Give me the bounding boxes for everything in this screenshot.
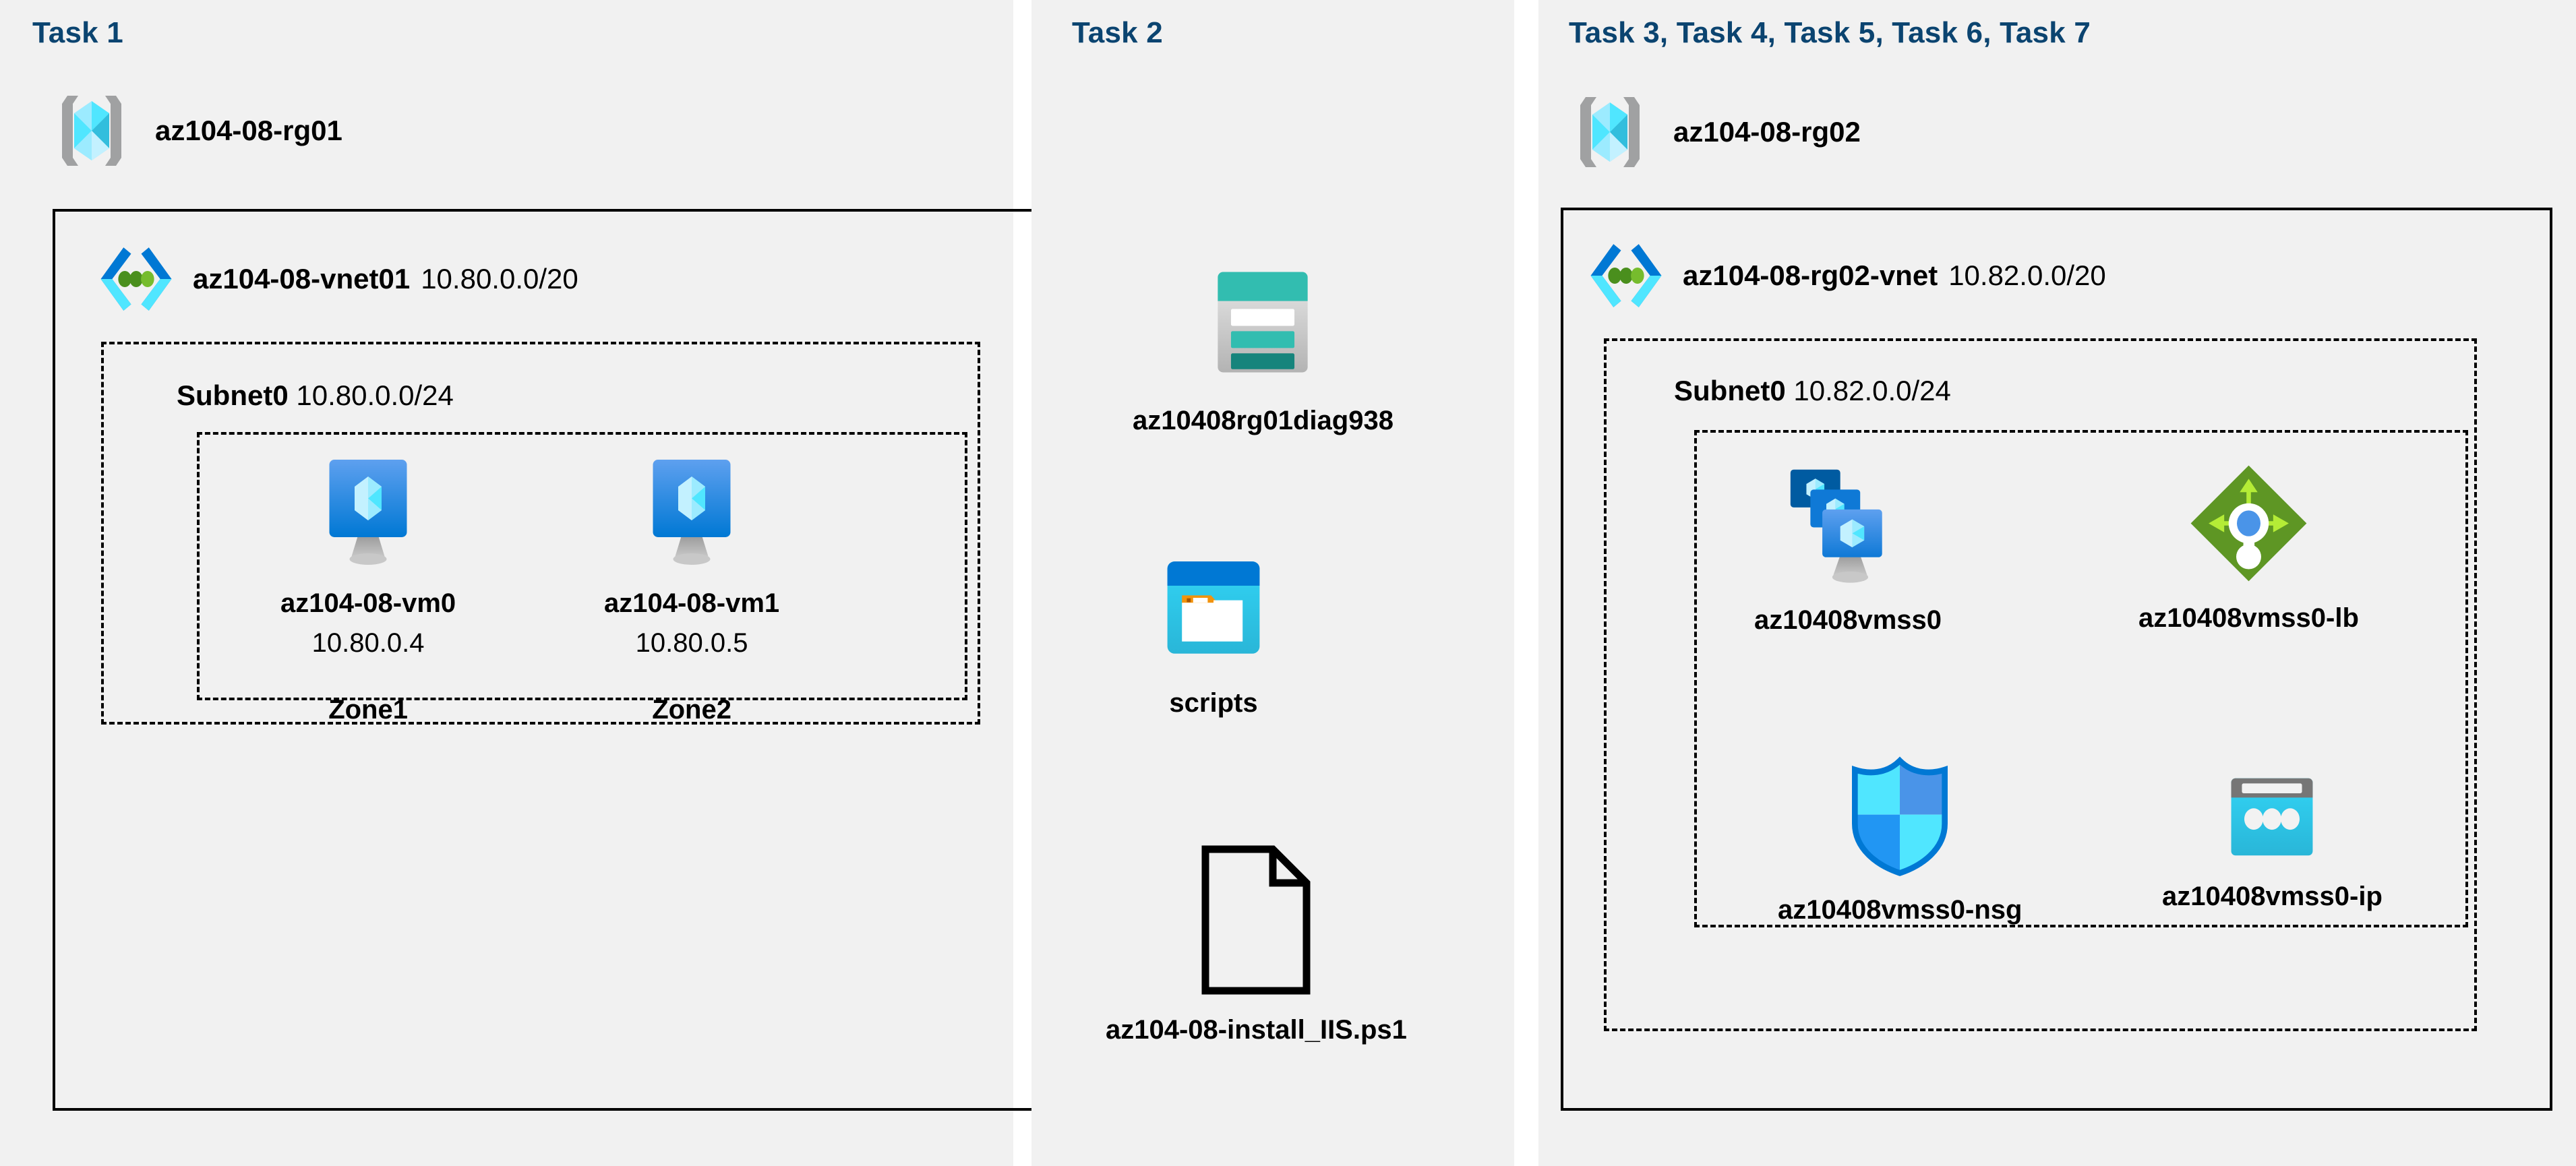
- subnet0-boundary: Subnet0 10.82.0.0/24: [1604, 338, 2477, 1031]
- task2-column-panel: Task 2 az10408rg01diag938: [1031, 0, 2335, 1166]
- subnet0-cidr: 10.82.0.0/24: [1793, 375, 1951, 406]
- resource-storage-account[interactable]: az10408rg01diag938: [1133, 256, 1394, 436]
- vnet-name: az104-08-vnet01: [193, 263, 411, 295]
- vnet-cidr: 10.80.0.0/20: [421, 263, 578, 295]
- resource-az10408vmss0-nsg[interactable]: az10408vmss0-nsg: [1778, 756, 2022, 925]
- load-balancer-icon: [2186, 461, 2311, 586]
- vm-ip: 10.80.0.5: [635, 628, 748, 658]
- blob-container-icon: [1153, 549, 1274, 671]
- vm-zone: Zone1: [328, 695, 408, 725]
- nsg-name: az10408vmss0-nsg: [1778, 895, 2023, 925]
- script-file-name: az104-08-install_IIS.ps1: [1106, 1015, 1407, 1045]
- task2-header: Task 2: [1072, 16, 1163, 49]
- resource-az10408vmss0-lb[interactable]: az10408vmss0-lb: [2138, 461, 2359, 634]
- subnet0-name: Subnet0: [1674, 375, 1786, 406]
- resource-blob-container[interactable]: scripts: [1153, 549, 1274, 718]
- network-security-group-icon: [1846, 756, 1954, 878]
- resource-group-label: az104-08-rg01: [155, 115, 342, 146]
- public-ip-address-icon: [2221, 770, 2323, 864]
- virtual-network-icon: [96, 242, 177, 316]
- vnet-cidr: 10.82.0.0/20: [1948, 259, 2106, 291]
- resource-az10408vmss0[interactable]: az10408vmss0: [1754, 463, 1942, 636]
- task1-header: Task 1: [32, 16, 123, 49]
- resource-group-icon: [49, 88, 135, 174]
- vnet-az104-08-rg02-vnet-boundary: az104-08-rg02-vnet 10.82.0.0/20 Subnet0 …: [1561, 208, 2552, 1111]
- storage-account-icon: [1197, 256, 1329, 388]
- vnet-az104-08-vnet01-boundary: az104-08-vnet01 10.80.0.0/20 Subnet0 10.…: [53, 209, 1476, 1111]
- subnet0-resource-group: az10408vmss0: [1694, 430, 2468, 927]
- load-balancer-name: az10408vmss0-lb: [2138, 603, 2359, 633]
- blob-container-name: scripts: [1169, 688, 1258, 718]
- virtual-network-icon: [1586, 239, 1667, 313]
- task3-7-column-panel: Task 3, Task 4, Task 5, Task 6, Task 7 a…: [1538, 0, 2576, 1166]
- resource-az104-08-vm1[interactable]: az104-08-vm1 10.80.0.5 Zone2: [604, 456, 779, 725]
- virtual-machine-icon: [641, 456, 742, 571]
- vm-ip: 10.80.0.4: [311, 628, 425, 658]
- resource-group-icon: [1567, 89, 1653, 175]
- vnet-header-row: az104-08-vnet01 10.80.0.0/20: [96, 242, 578, 316]
- task3-7-header: Task 3, Task 4, Task 5, Task 6, Task 7: [1569, 16, 2091, 49]
- storage-account-name: az10408rg01diag938: [1133, 406, 1394, 435]
- resource-script-file[interactable]: az104-08-install_IIS.ps1: [1106, 842, 1407, 1045]
- task1-column-panel: Task 1 az104-08-rg01: [0, 0, 1476, 1166]
- vnet-name: az104-08-rg02-vnet: [1683, 259, 1938, 291]
- resource-group-az104-08-rg01: az104-08-rg01: [49, 88, 342, 174]
- vm-name: az104-08-vm0: [280, 588, 456, 618]
- resource-group-az104-08-rg02: az104-08-rg02: [1567, 89, 1861, 175]
- subnet0-label: Subnet0 10.80.0.0/24: [177, 379, 454, 412]
- resource-az10408vmss0-ip[interactable]: az10408vmss0-ip: [2162, 770, 2383, 912]
- scale-set-name: az10408vmss0: [1754, 605, 1942, 635]
- virtual-machine-icon: [318, 456, 419, 571]
- subnet0-name: Subnet0: [177, 379, 289, 411]
- vm-name: az104-08-vm1: [604, 588, 780, 618]
- vnet-header-row: az104-08-rg02-vnet 10.82.0.0/20: [1586, 239, 2106, 313]
- subnet0-vm-group: az104-08-vm0 10.80.0.4 Zone1: [197, 432, 967, 725]
- resource-group-label: az104-08-rg02: [1673, 116, 1861, 148]
- public-ip-name: az10408vmss0-ip: [2162, 882, 2383, 911]
- subnet0-cidr: 10.80.0.0/24: [296, 379, 454, 411]
- vm-scale-set-icon: [1783, 463, 1914, 588]
- script-file-icon: [1195, 842, 1317, 998]
- resource-az104-08-vm0[interactable]: az104-08-vm0 10.80.0.4 Zone1: [280, 456, 456, 725]
- vm-zone: Zone2: [652, 695, 731, 725]
- subnet0-label: Subnet0 10.82.0.0/24: [1674, 375, 1951, 407]
- subnet0-boundary: Subnet0 10.80.0.0/24: [101, 342, 980, 725]
